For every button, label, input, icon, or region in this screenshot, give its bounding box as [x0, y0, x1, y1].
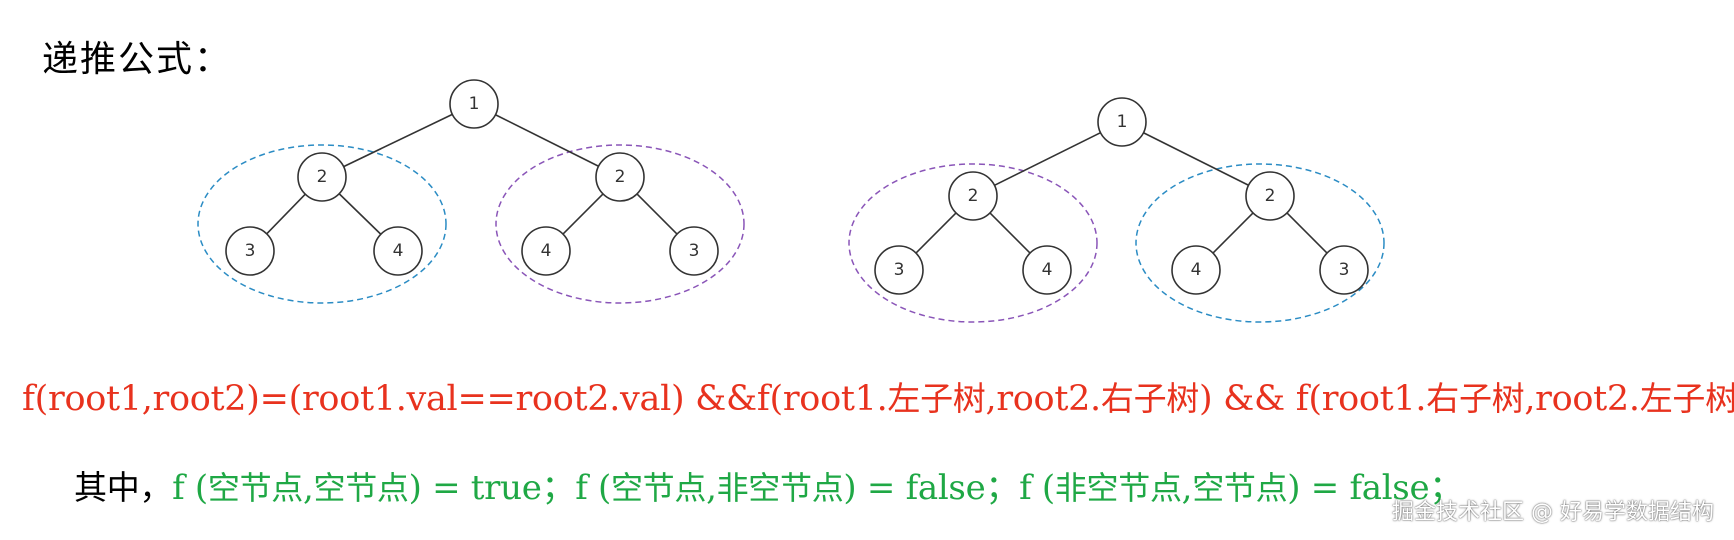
- tree-node-label: 4: [1042, 260, 1053, 280]
- base-cases-note: 其中，f (空节点,空节点) = true；f (空节点,非空节点) = fal…: [74, 460, 1463, 509]
- formula-part: ,root2.: [985, 379, 1102, 419]
- formula-part: 左子树: [1639, 379, 1734, 418]
- tree-edge: [636, 193, 678, 235]
- tree-node-label: 3: [245, 241, 256, 261]
- tree-node: [297, 152, 347, 202]
- tree-node: [1022, 245, 1072, 295]
- tree-node-label: 1: [469, 94, 480, 114]
- tree-node-label: 4: [541, 241, 552, 261]
- tree-edge: [915, 212, 957, 254]
- heading: 递推公式：: [42, 39, 233, 80]
- tree-node: [225, 226, 275, 276]
- tree-edge: [495, 114, 599, 167]
- watermark: 掘金技术社区 @ 好易学数据结构: [1392, 500, 1714, 525]
- tree-node-label: 2: [1265, 186, 1276, 206]
- tree-node: [1097, 97, 1147, 147]
- base-case-null-nonnull: f (空节点,非空节点) = false；: [575, 468, 1020, 508]
- tree-node-label: 2: [317, 167, 328, 187]
- tree-node-label: 3: [689, 241, 700, 261]
- tree-edge: [343, 113, 453, 168]
- tree-edge: [266, 193, 306, 235]
- tree-edge: [1143, 132, 1249, 186]
- tree-node-label: 4: [1191, 260, 1202, 280]
- tree-node-label: 4: [393, 241, 404, 261]
- tree-node-label: 1: [1117, 112, 1128, 132]
- tree-node: [1319, 245, 1369, 295]
- formula-part: 左子树: [887, 379, 986, 418]
- tree-node-label: 2: [968, 186, 979, 206]
- tree-edge: [989, 212, 1031, 254]
- tree-node-label: 3: [1339, 260, 1350, 280]
- subtree-highlight-ellipse: [495, 144, 745, 304]
- subtree-highlight-ellipse: [1135, 163, 1385, 323]
- recursive-formula: f(root1,root2)=(root1.val==root2.val) &&…: [22, 372, 1734, 420]
- tree-node: [874, 245, 924, 295]
- formula-part: ) && f(root1.: [1198, 379, 1427, 419]
- tree-node: [669, 226, 719, 276]
- subtree-highlight-ellipse: [848, 163, 1098, 323]
- tree-node: [1171, 245, 1221, 295]
- tree-edge: [338, 193, 382, 235]
- formula-part: 右子树: [1426, 379, 1525, 418]
- tree-node: [521, 226, 571, 276]
- tree-node-label: 2: [615, 167, 626, 187]
- formula-part: ,root2.: [1524, 379, 1640, 419]
- tree-node: [1245, 171, 1295, 221]
- tree-node: [948, 171, 998, 221]
- note-prefix: 其中，: [74, 468, 173, 507]
- subtree-highlight-ellipse: [197, 144, 447, 304]
- formula-part: 右子树: [1100, 379, 1199, 418]
- tree-edge: [1212, 212, 1254, 254]
- tree-node-label: 3: [894, 260, 905, 280]
- base-case-nonnull-null: f (非空节点,空节点) = false；: [1019, 468, 1463, 508]
- tree-node: [373, 226, 423, 276]
- tree-diagrams: 1 2 2 3 4 4 3 1 2 2 3 4 4 3: [197, 79, 1385, 323]
- tree-node: [449, 79, 499, 129]
- tree-edge: [1286, 212, 1328, 254]
- tree-edge: [562, 193, 604, 235]
- tree-edge: [994, 131, 1101, 187]
- formula-part: f(root1,root2)=(root1.val==root2.val) &&…: [22, 379, 888, 419]
- tree-node: [595, 152, 645, 202]
- base-case-both-null: f (空节点,空节点) = true；: [172, 468, 576, 508]
